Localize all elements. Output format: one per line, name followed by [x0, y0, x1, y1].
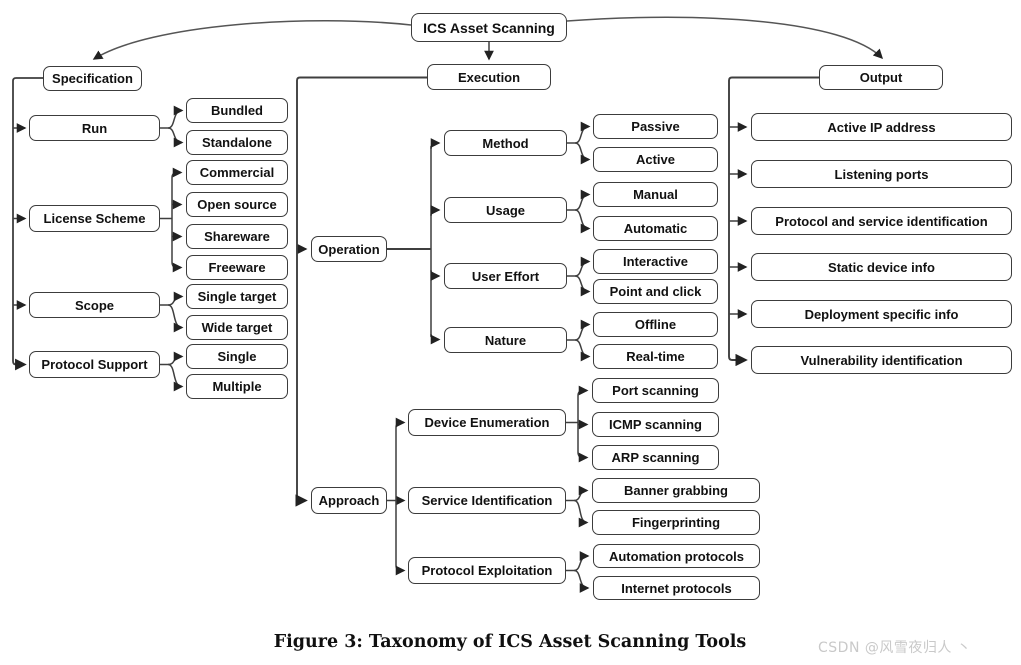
node-execution: Execution [427, 64, 551, 90]
figure-caption: Figure 3: Taxonomy of ICS Asset Scanning… [273, 632, 747, 652]
node-arp-scanning: ARP scanning [592, 445, 719, 470]
node-internet-protocols: Internet protocols [593, 576, 760, 600]
node-commercial: Commercial [186, 160, 288, 185]
edge-root-output [566, 16, 884, 60]
node-single: Single [186, 344, 288, 369]
node-single-target: Single target [186, 284, 288, 309]
node-protocol-support: Protocol Support [29, 351, 160, 378]
node-multiple: Multiple [186, 374, 288, 399]
node-wide-target: Wide target [186, 315, 288, 340]
node-protocol-service-identification: Protocol and service identification [751, 207, 1012, 235]
node-usage: Usage [444, 197, 567, 223]
node-automatic: Automatic [593, 216, 718, 241]
node-ics-asset-scanning: ICS Asset Scanning [411, 13, 567, 42]
node-protocol-exploitation: Protocol Exploitation [408, 557, 566, 584]
node-active: Active [593, 147, 718, 172]
node-nature: Nature [444, 327, 567, 353]
node-method: Method [444, 130, 567, 156]
node-active-ip-address: Active IP address [751, 113, 1012, 141]
node-fingerprinting: Fingerprinting [592, 510, 760, 535]
node-automation-protocols: Automation protocols [593, 544, 760, 568]
node-open-source: Open source [186, 192, 288, 217]
node-interactive: Interactive [593, 249, 718, 274]
node-approach: Approach [311, 487, 387, 514]
node-device-enumeration: Device Enumeration [408, 409, 566, 436]
node-output: Output [819, 65, 943, 90]
node-deployment-specific-info: Deployment specific info [751, 300, 1012, 328]
node-vulnerability-identification: Vulnerability identification [751, 346, 1012, 374]
node-static-device-info: Static device info [751, 253, 1012, 281]
node-icmp-scanning: ICMP scanning [592, 412, 719, 437]
node-freeware: Freeware [186, 255, 288, 280]
node-scope: Scope [29, 292, 160, 318]
edge-root-specification [92, 20, 412, 60]
node-specification: Specification [43, 66, 142, 91]
node-banner-grabbing: Banner grabbing [592, 478, 760, 503]
node-passive: Passive [593, 114, 718, 139]
node-real-time: Real-time [593, 344, 718, 369]
node-listening-ports: Listening ports [751, 160, 1012, 188]
node-run: Run [29, 115, 160, 141]
node-user-effort: User Effort [444, 263, 567, 289]
node-manual: Manual [593, 182, 718, 207]
node-shareware: Shareware [186, 224, 288, 249]
node-port-scanning: Port scanning [592, 378, 719, 403]
node-point-and-click: Point and click [593, 279, 718, 304]
node-license-scheme: License Scheme [29, 205, 160, 232]
watermark-text: CSDN @风雪夜归人 丶 [818, 640, 972, 656]
node-offline: Offline [593, 312, 718, 337]
node-operation: Operation [311, 236, 387, 262]
node-standalone: Standalone [186, 130, 288, 155]
node-bundled: Bundled [186, 98, 288, 123]
node-service-identification: Service Identification [408, 487, 566, 514]
